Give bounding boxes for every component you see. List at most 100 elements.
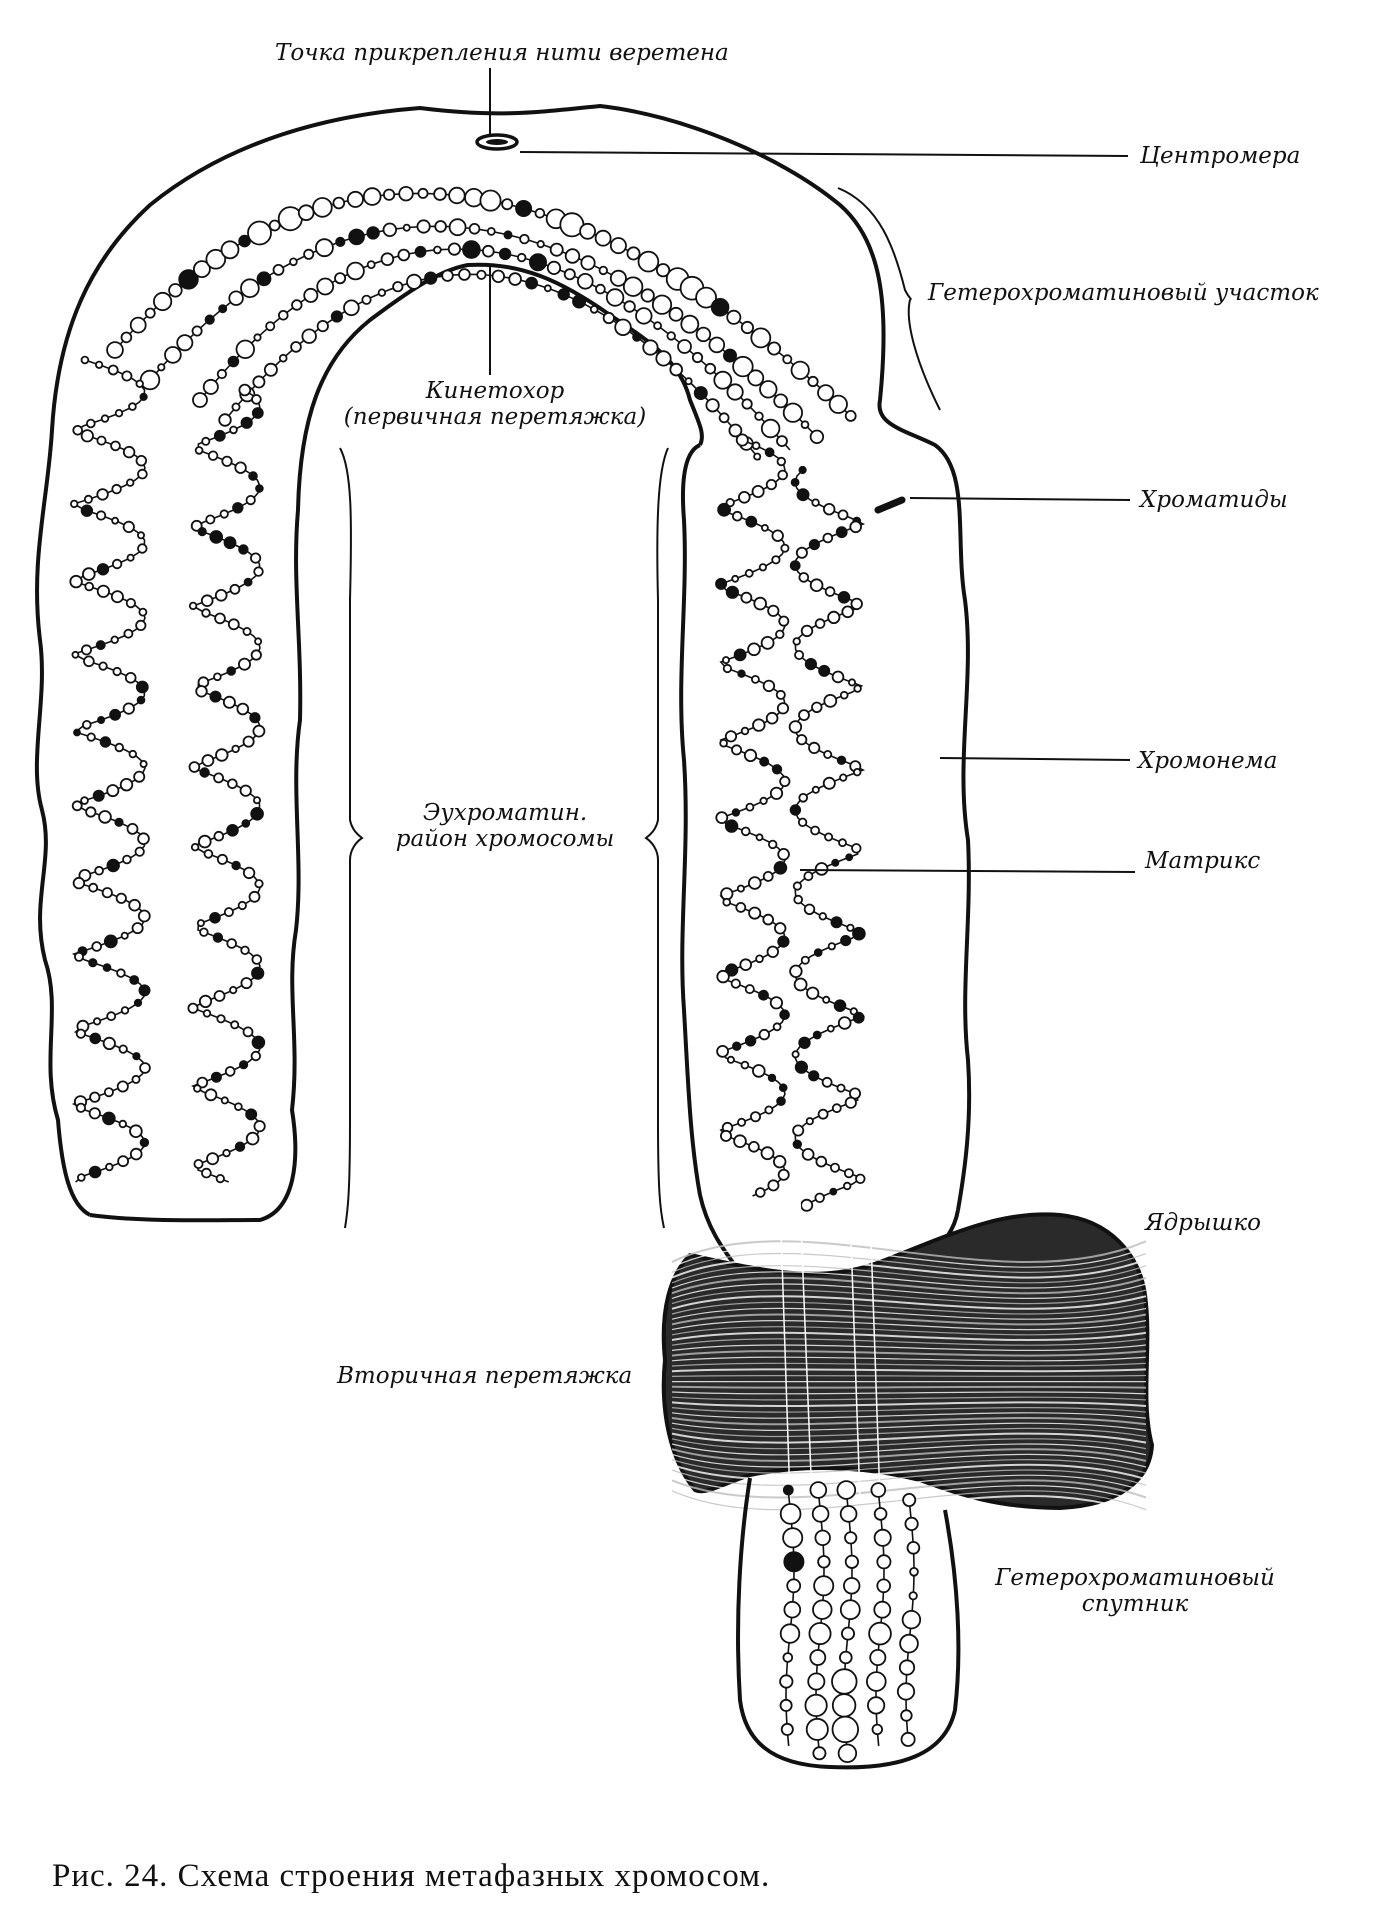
- chromomere-bead: [745, 515, 758, 528]
- chromomere-bead: [250, 806, 264, 821]
- chromomere-bead: [720, 887, 734, 901]
- chromomere-bead: [240, 945, 250, 955]
- chromomere-bead: [572, 294, 587, 309]
- chromomere-bead: [870, 1482, 887, 1498]
- chromomere-bead: [804, 657, 818, 671]
- chromomere-bead: [765, 711, 779, 725]
- chromomere-bead: [417, 187, 429, 199]
- chromomere-bead: [810, 825, 820, 836]
- chromomere-bead: [238, 383, 252, 397]
- chromomere-bead: [747, 642, 761, 657]
- chromomere-bead: [760, 1146, 775, 1161]
- chromomere-bead: [75, 1028, 87, 1039]
- chromomere-bead: [609, 269, 627, 287]
- chromomere-bead: [82, 567, 96, 581]
- chromomere-bead: [462, 240, 481, 259]
- label-kinetochore-line2: (первичная перетяжка): [343, 404, 647, 431]
- chromomere-bead: [91, 941, 102, 952]
- chromomere-bead: [201, 1167, 212, 1179]
- chromomere-bead: [831, 670, 845, 684]
- chromomere-bead: [789, 964, 803, 979]
- chromomere-bead: [759, 796, 768, 806]
- chromomere-bead: [731, 510, 743, 522]
- chromomere-bead: [796, 488, 810, 502]
- chromomere-bead: [272, 263, 285, 276]
- chromomere-bead: [111, 558, 123, 570]
- chromomere-bead: [800, 420, 810, 430]
- chromomere-bead: [733, 1134, 747, 1148]
- chromomere-bead: [206, 1152, 220, 1166]
- chromomere-bead: [677, 339, 692, 354]
- chromomere-bead: [762, 913, 774, 926]
- chromomere-bead: [830, 916, 843, 929]
- euchromatin-bracket-left: [339, 447, 364, 1229]
- chromomere-bead: [191, 325, 203, 337]
- chromomere-bead: [782, 1484, 794, 1496]
- chromomere-bead: [750, 327, 772, 349]
- chromomere-bead: [768, 839, 778, 850]
- chromomere-bead: [836, 755, 847, 765]
- chromomere-bead: [89, 1091, 101, 1103]
- chromomere-bead: [773, 860, 788, 875]
- chromomere-bead: [655, 350, 672, 367]
- chromomere-bead: [844, 1096, 857, 1109]
- chromomere-bead: [779, 1503, 802, 1525]
- chromomere-bead: [406, 273, 423, 290]
- chromomere-bead: [798, 1036, 811, 1050]
- chromomere-bead: [798, 709, 810, 721]
- chromomere-bead: [865, 1671, 887, 1692]
- chromomere-bead: [301, 328, 317, 344]
- chromomere-bead: [202, 1009, 212, 1018]
- chromomere-bead: [730, 978, 741, 989]
- chromomere-bead: [790, 360, 810, 380]
- chromomere-bead: [416, 219, 431, 234]
- chromomere-bead: [723, 348, 738, 363]
- chromomere-bead: [129, 1124, 143, 1138]
- chromomere-bead: [653, 321, 662, 331]
- chromomere-bead: [779, 1623, 801, 1644]
- chromomere-bead: [110, 590, 124, 604]
- chromomere-bead: [229, 583, 241, 595]
- chromomere-bead: [751, 441, 761, 451]
- nucleolus-striation: [671, 1407, 1147, 1413]
- chromomere-bead: [769, 996, 784, 1010]
- chromomere-bead: [243, 577, 253, 587]
- chromomere-bead: [366, 260, 376, 270]
- chromomere-bead: [904, 1516, 919, 1532]
- chromomere-bead: [844, 1554, 860, 1569]
- chromomere-bead: [900, 1709, 913, 1722]
- chromomere-bead: [808, 538, 821, 551]
- chromomere-bead: [481, 244, 495, 258]
- chromomere-bead: [739, 958, 752, 971]
- chromomere-bead: [705, 398, 720, 413]
- chromomere-bead: [139, 369, 161, 391]
- chromomere-bead: [776, 702, 790, 715]
- chromomere-bead: [332, 196, 346, 210]
- chromomere-bead: [751, 484, 765, 498]
- chromomere-bead: [136, 695, 146, 705]
- chromomere-bead: [798, 572, 810, 583]
- chromomere-bead: [433, 245, 442, 255]
- chromomere-bead: [775, 629, 785, 639]
- chromomere-bead: [330, 310, 343, 323]
- chromomere-bead: [715, 811, 729, 824]
- chromomere-bead: [852, 1011, 865, 1024]
- chromomere-bead: [201, 608, 211, 618]
- chromomere-bead: [724, 819, 739, 833]
- chromomere-bead: [853, 684, 862, 693]
- chromomere-bead: [297, 204, 315, 222]
- chromomere-bead: [786, 1578, 802, 1594]
- chromomere-bead: [796, 734, 808, 746]
- chromomere-bead: [111, 516, 119, 525]
- chromomere-bead: [626, 246, 641, 261]
- chromomere-bead: [491, 269, 506, 284]
- chromomere-bead: [789, 560, 801, 571]
- chromomere-bead: [725, 585, 740, 599]
- chromomere-bead: [736, 884, 745, 893]
- chromomere-bead: [803, 903, 816, 916]
- chromomere-bead: [247, 220, 272, 246]
- chromomere-bead: [250, 1050, 262, 1062]
- chromomere-bead: [732, 1041, 742, 1051]
- chromomere-bead: [824, 586, 836, 597]
- nucleolus-striation: [671, 1313, 1147, 1326]
